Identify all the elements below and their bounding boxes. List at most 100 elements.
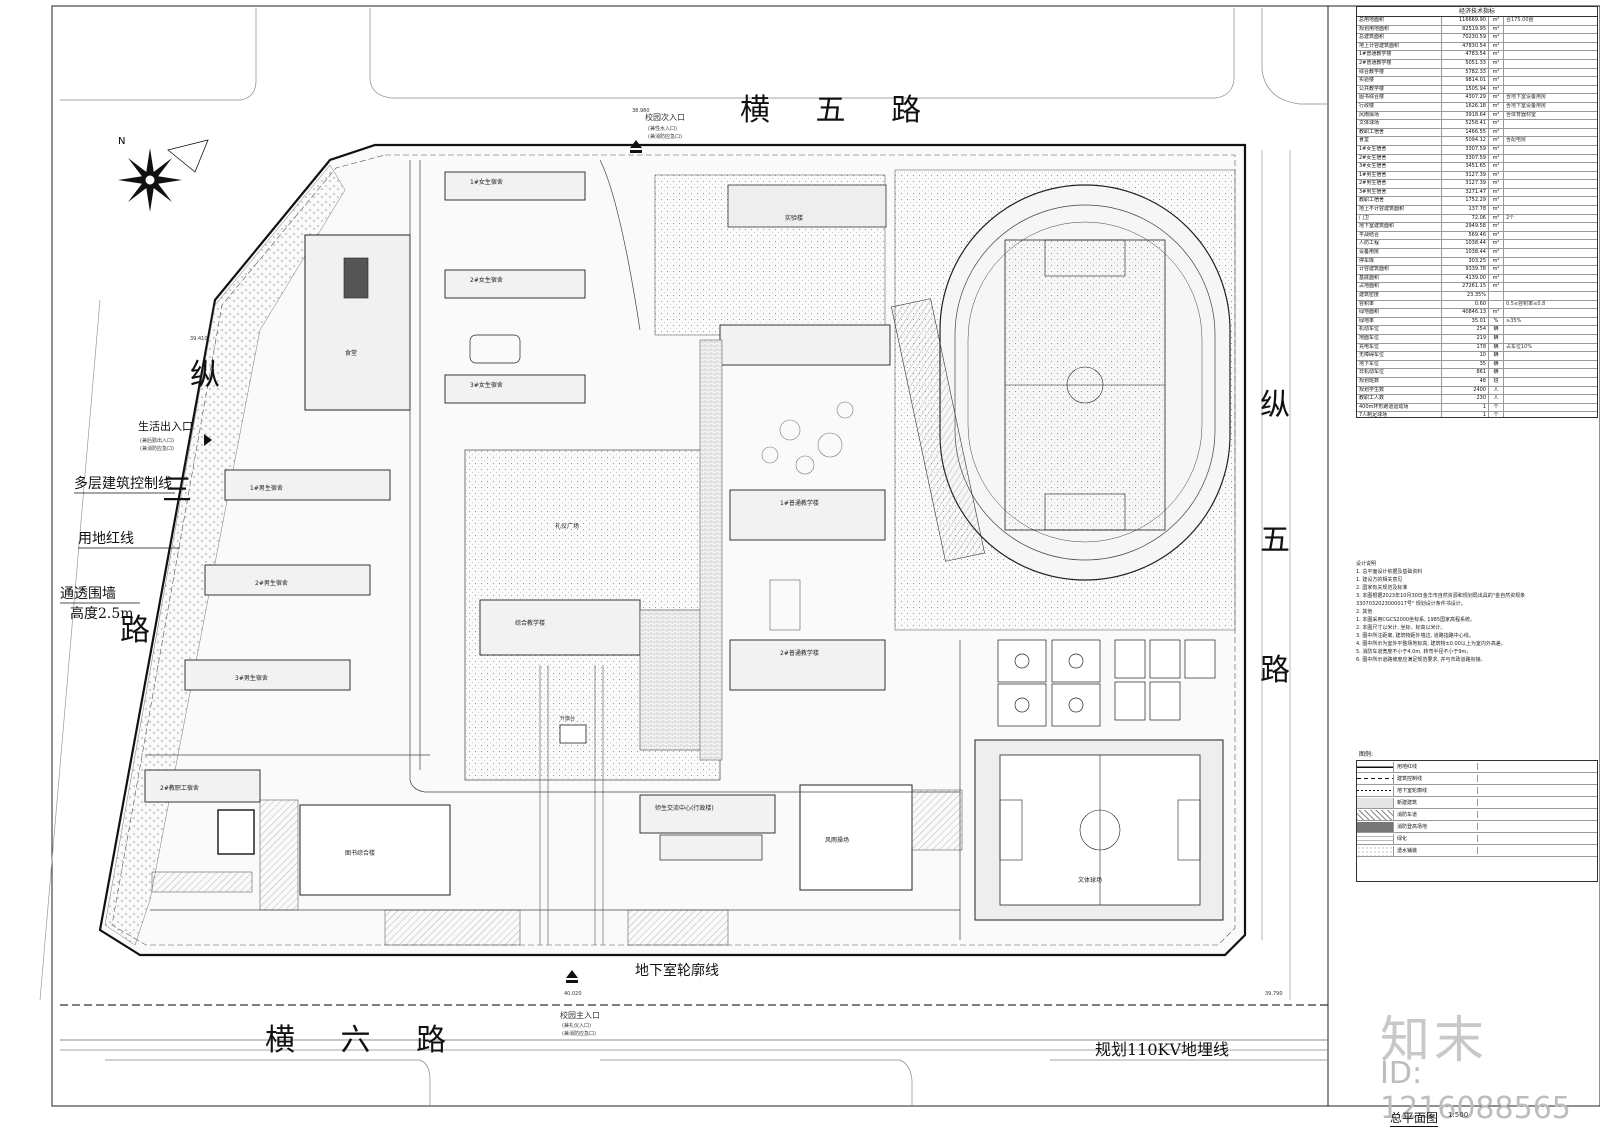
boys-dorm-3-label: 3#男生宿舍 [235, 674, 268, 682]
index-table-cell: 辆 [1489, 326, 1504, 334]
south-entrance-sub2: (兼消防应急口) [562, 1030, 596, 1037]
legend-symbol-icon [1357, 833, 1394, 844]
index-table-cell: 4139.00 [1442, 274, 1489, 283]
index-table-cell: 实验楼 [1357, 77, 1442, 85]
index-table-cell: 2#女生宿舍 [1357, 154, 1442, 163]
index-table-cell: 地上计容建筑面积 [1357, 42, 1442, 51]
index-table-cell: m² [1489, 102, 1504, 111]
legend-row: 绿化 [1357, 833, 1597, 845]
south-entrance-label: 校园主入口 [560, 1010, 600, 1020]
index-table-cell: m² [1489, 25, 1504, 34]
index-table-cell: m² [1489, 214, 1504, 223]
index-table-cell [1504, 189, 1597, 197]
index-table-cell: 5258.41 [1442, 120, 1489, 128]
index-table-cell: 3271.47 [1442, 188, 1489, 197]
teaching-buildings: 1#普通教学楼 2#普通教学楼 [699, 324, 891, 761]
index-table-cell: m² [1489, 17, 1504, 25]
lab-building-label: 实验楼 [785, 214, 803, 222]
exchange-center-label: 师生交流中心(行政楼) [655, 804, 714, 812]
index-table-cell: 48 [1442, 377, 1489, 386]
index-table-cell: 教职工宿舍 [1357, 128, 1442, 137]
design-note-line: 1. 本图采用CGCS2000坐标系, 1985国家高程系统。 [1356, 617, 1476, 623]
index-table-cell: 1626.18 [1442, 102, 1489, 111]
design-note-line: 3307032023000017号" 规划设计条件书设计。 [1356, 601, 1466, 607]
north-entrance-sub2: (兼消防应急口) [648, 133, 682, 140]
index-table-cell [1504, 146, 1597, 154]
legend-symbol-icon [1357, 809, 1394, 820]
index-table-cell: 机动车位 [1357, 326, 1442, 334]
index-table-cell [1504, 120, 1597, 128]
index-table-cell: 116669.90 [1442, 17, 1489, 25]
legend-label: 消防登高场地 [1394, 823, 1478, 830]
index-table-cell: 含配电房 [1506, 137, 1527, 144]
index-table-cell [1504, 275, 1597, 283]
index-table-cell: 70230.59 [1442, 34, 1489, 42]
index-table-cell: 0.5≤容积率≤0.8 [1506, 300, 1546, 307]
power-line-label: 规划110KV地埋线 [1095, 1040, 1229, 1059]
index-table-cell: m² [1489, 120, 1504, 128]
legend-symbol-icon [1357, 797, 1394, 808]
index-table-cell: 861 [1442, 369, 1489, 377]
elev-south: 40.020 [564, 991, 582, 997]
index-table-cell: m² [1489, 274, 1504, 283]
watermark-brand: 知末 [1380, 1011, 1488, 1069]
basketball-courts [997, 639, 1101, 727]
north-entrance-sub1: (兼性水入口) [648, 125, 677, 132]
index-table-cell: 容积率 [1357, 300, 1442, 309]
north-arrow-icon: N [118, 136, 209, 212]
index-table-cell: m² [1489, 111, 1504, 120]
index-table-cell [1489, 292, 1504, 300]
index-table-cell: 3307.59 [1442, 154, 1489, 163]
girls-dorm-2-label: 2#女生宿舍 [470, 276, 503, 284]
index-table-cell: m² [1489, 85, 1504, 94]
index-table-cell: 人 [1489, 395, 1504, 403]
index-table-cell: 地下车位 [1357, 360, 1442, 369]
north-entrance-label: 校园次入口 [645, 112, 685, 122]
staff-dorm-label: 2#教职工宿舍 [160, 784, 199, 792]
running-track [891, 169, 1236, 631]
index-table-cell: m² [1489, 257, 1504, 266]
index-table-cell: 综合教学楼 [1357, 68, 1442, 77]
multi-storey-line-label: 多层建筑控制线 [74, 475, 172, 492]
index-table-cell: 27261.15 [1442, 283, 1489, 291]
index-table-cell: m² [1489, 188, 1504, 197]
index-table-cell: 4307.29 [1442, 94, 1489, 102]
index-table-cell: 3#男生宿舍 [1357, 188, 1442, 197]
index-table-cell [1504, 197, 1597, 205]
index-table-cell: m² [1489, 137, 1504, 145]
south-entrance-sub1: (兼礼仪入口) [562, 1022, 591, 1029]
index-table-cell: 7人制足球场 [1357, 412, 1442, 417]
index-table-cell: 公共教学楼 [1357, 85, 1442, 94]
underground-outline-label: 地下室轮廓线 [635, 962, 719, 979]
index-table-cell: 1505.94 [1442, 85, 1489, 94]
canteen-label: 食堂 [345, 349, 357, 357]
index-table-cell: 充电车位 [1357, 343, 1442, 352]
index-table-cell [1504, 395, 1597, 403]
svg-text:N: N [118, 136, 125, 147]
fence-label-2: 高度2.5m [70, 605, 134, 622]
boys-dorm-2-label: 2#男生宿舍 [255, 579, 288, 587]
index-table-cell: 2#普通教学楼 [1357, 59, 1442, 68]
road-east-label-2: 五 [1260, 523, 1290, 558]
index-table-cell [1504, 26, 1597, 34]
